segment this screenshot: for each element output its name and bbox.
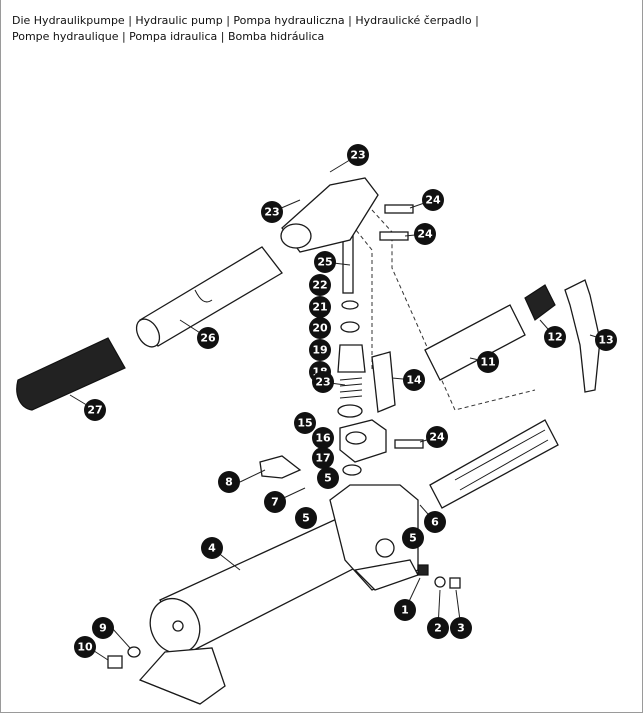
pump-body-block [339, 419, 387, 463]
caption-line-1: Die Hydraulikpumpe | Hydraulic pump | Po… [12, 14, 479, 27]
callout-21: 21 [309, 296, 331, 318]
callout-24: 24 [422, 189, 444, 211]
callout-1: 1 [394, 599, 416, 621]
release-key [564, 279, 601, 393]
callout-8: 8 [218, 471, 240, 493]
fitting-nut [449, 577, 461, 589]
pump-head-casting [280, 177, 379, 253]
svg-text:25: 25 [317, 256, 332, 269]
svg-text:3: 3 [457, 622, 465, 635]
callout-17: 17 [312, 447, 334, 469]
svg-text:1: 1 [401, 604, 409, 617]
callout-9: 9 [92, 617, 114, 639]
callout-13: 13 [595, 329, 617, 351]
callout-22: 22 [309, 274, 331, 296]
outlet-hose [429, 419, 559, 509]
callout-11: 11 [477, 351, 499, 373]
caption-line-2: Pompe hydraulique | Pompa idraulica | Bo… [12, 30, 325, 43]
callout-20: 20 [309, 317, 331, 339]
svg-text:11: 11 [480, 356, 495, 369]
callout-14: 14 [403, 369, 425, 391]
svg-text:5: 5 [409, 532, 417, 545]
svg-text:12: 12 [547, 331, 562, 344]
svg-text:10: 10 [77, 641, 93, 654]
svg-text:14: 14 [406, 374, 422, 387]
callout-15: 15 [294, 412, 316, 434]
drain-washer [127, 646, 141, 658]
fitting-plug [417, 564, 429, 576]
svg-text:5: 5 [302, 512, 310, 525]
callout-19: 19 [309, 339, 331, 361]
svg-text:23: 23 [350, 149, 365, 162]
svg-text:21: 21 [312, 301, 327, 314]
svg-text:27: 27 [87, 404, 102, 417]
piston-spring-assembly [337, 344, 366, 399]
callout-4: 4 [201, 537, 223, 559]
pump-base-block [329, 484, 419, 591]
seal-ring [342, 464, 362, 476]
callout-6: 6 [424, 511, 446, 533]
svg-text:16: 16 [315, 432, 331, 445]
svg-text:23: 23 [264, 206, 279, 219]
fitting-washer [434, 576, 446, 588]
svg-text:23: 23 [315, 376, 330, 389]
callout-2: 2 [427, 617, 449, 639]
callout-12: 12 [544, 326, 566, 348]
callout-24: 24 [426, 426, 448, 448]
svg-text:20: 20 [312, 322, 328, 335]
svg-text:15: 15 [297, 417, 312, 430]
svg-text:13: 13 [598, 334, 613, 347]
callout-7: 7 [264, 491, 286, 513]
release-valve-tube [424, 304, 526, 381]
callout-24: 24 [414, 223, 436, 245]
pivot-pin [394, 439, 424, 449]
handle-grip [16, 337, 126, 411]
svg-text:19: 19 [312, 344, 327, 357]
callout-23: 23 [261, 201, 283, 223]
seal-ring [341, 300, 359, 310]
diagram-caption: Die Hydraulikpumpe | Hydraulic pump | Po… [12, 13, 622, 45]
link-plate [371, 351, 396, 413]
drain-plug [107, 655, 123, 669]
handle-tube [135, 246, 283, 348]
svg-text:26: 26 [200, 332, 216, 345]
callout-5: 5 [317, 467, 339, 489]
callout-27: 27 [84, 399, 106, 421]
svg-text:17: 17 [315, 452, 330, 465]
callout-5: 5 [295, 507, 317, 529]
svg-text:9: 9 [99, 622, 107, 635]
pivot-pin [379, 231, 409, 241]
assembly-guide-line [371, 209, 536, 411]
svg-text:2: 2 [434, 622, 442, 635]
svg-text:24: 24 [417, 228, 433, 241]
svg-text:8: 8 [225, 476, 233, 489]
svg-text:24: 24 [429, 431, 445, 444]
seal-ring [340, 321, 360, 333]
callout-25: 25 [314, 251, 336, 273]
callout-23: 23 [347, 144, 369, 166]
callout-26: 26 [197, 327, 219, 349]
svg-text:22: 22 [312, 279, 327, 292]
callout-16: 16 [312, 427, 334, 449]
svg-text:6: 6 [431, 516, 439, 529]
seal-ring [337, 404, 363, 418]
callout-10: 10 [74, 636, 96, 658]
svg-text:4: 4 [208, 542, 216, 555]
assembly-guide-line [351, 224, 373, 372]
svg-text:24: 24 [425, 194, 441, 207]
callout-5: 5 [402, 527, 424, 549]
callout-23: 23 [312, 371, 334, 393]
valve-handle [259, 455, 302, 479]
svg-text:5: 5 [324, 472, 332, 485]
callout-3: 3 [450, 617, 472, 639]
pivot-pin [384, 204, 414, 214]
valve-knob [524, 284, 556, 321]
svg-text:7: 7 [271, 496, 279, 509]
